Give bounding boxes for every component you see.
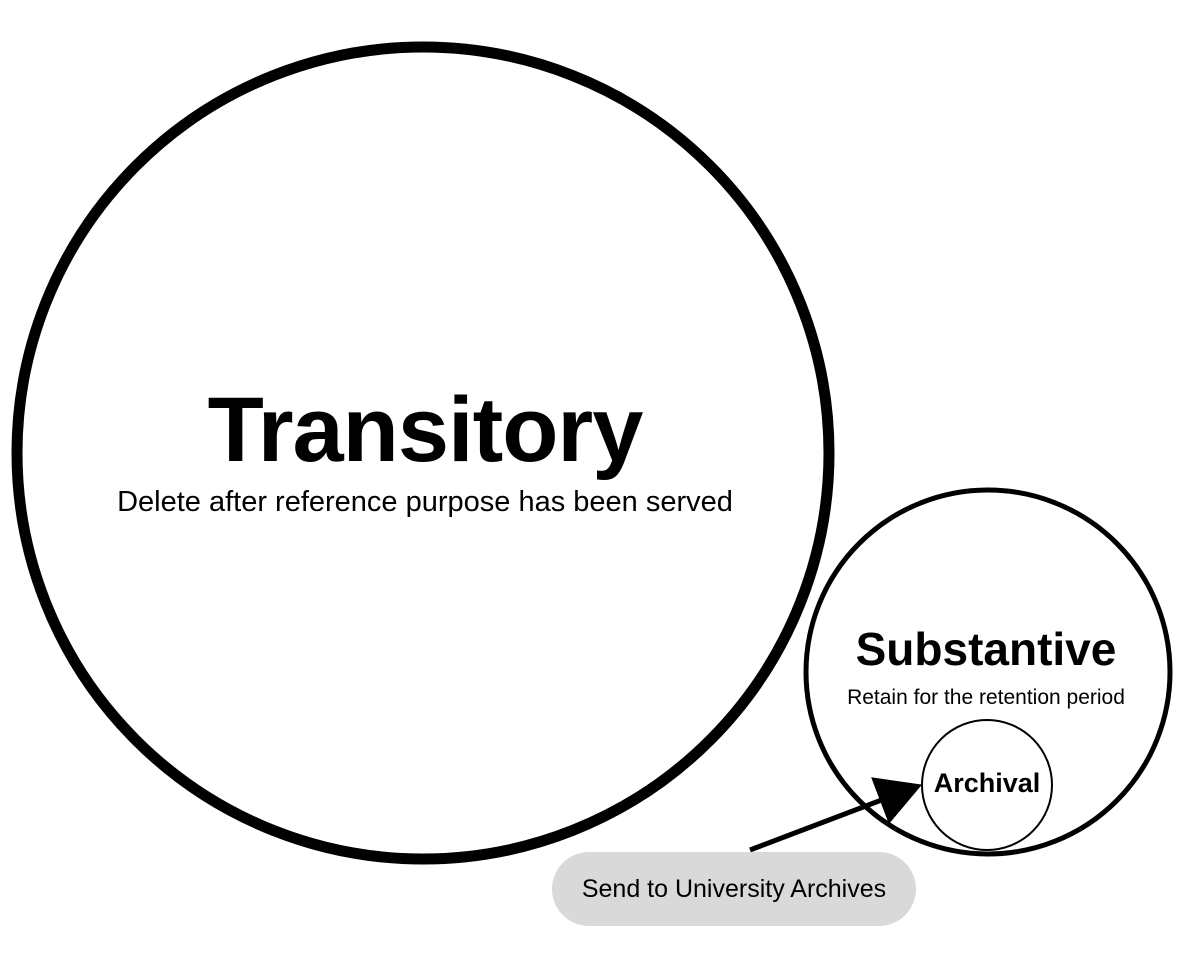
transitory-circle	[11, 41, 835, 865]
send-to-archives-button[interactable]: Send to University Archives	[552, 852, 916, 926]
substantive-title: Substantive	[855, 623, 1117, 675]
transitory-title: Transitory	[207, 379, 644, 481]
send-to-archives-label: Send to University Archives	[581, 874, 887, 903]
send-arrow	[749, 777, 923, 853]
substantive-circle	[803, 487, 1173, 857]
substantive-description: Retain for the retention period	[847, 686, 1125, 709]
archival-title: Archival	[933, 768, 1041, 798]
transitory-description: Delete after reference purpose has been …	[117, 486, 733, 518]
